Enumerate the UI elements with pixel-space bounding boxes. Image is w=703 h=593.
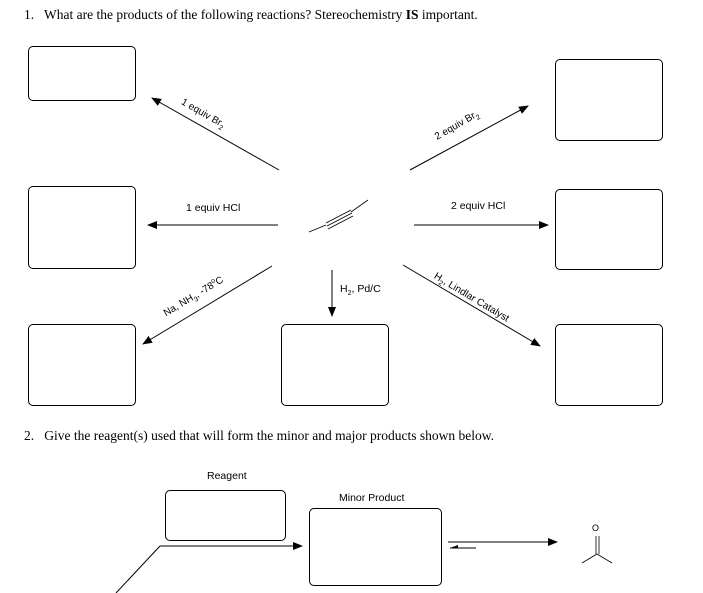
question-1-text-end: important. [418,7,478,22]
alkyne-right-methyl [350,199,369,213]
label-hcl-one: 1 equiv HCl [186,202,241,214]
acetone-oxygen-label: O [592,523,600,533]
alkyne-structure [308,199,369,233]
answer-box-br2-two[interactable] [555,59,663,141]
alkyne-triple-bond-3 [327,215,354,230]
label-hcl-two: 2 equiv HCl [451,200,506,212]
reagent-answer-box[interactable] [165,490,286,541]
alkyne-triple-bond-2 [326,212,353,227]
answer-box-hcl-one[interactable] [28,186,136,269]
answer-box-br2-one[interactable] [28,46,136,101]
minor-product-answer-box[interactable] [309,508,442,586]
question-1-emphasis: IS [405,7,419,22]
answer-box-hcl-two[interactable] [555,189,663,270]
question-1: 1. What are the products of the followin… [24,7,478,23]
question-2-text: Give the reagent(s) used that will form … [44,428,495,443]
arrow-lindlar [402,264,541,347]
arrow-br2-two [409,105,529,171]
label-h2-pd: H2, Pd/C [340,283,381,298]
alkyne-triple-bond-1 [325,209,352,224]
answer-box-lindlar[interactable] [555,324,663,406]
question-2: 2. Give the reagent(s) used that will fo… [24,428,494,444]
alkyne-left-methyl [308,224,327,233]
question-2-number: 2. [24,428,35,443]
arrow-br2-one [151,97,280,171]
acetone-structure [581,536,613,564]
answer-box-na-nh3[interactable] [28,324,136,406]
reagent-label: Reagent [207,470,247,482]
question-1-text: What are the products of the following r… [44,7,406,22]
minor-product-label: Minor Product [339,492,405,504]
arrow-na-nh3 [142,265,273,345]
question-1-number: 1. [24,7,35,22]
arrow-back-head [450,545,458,548]
answer-box-h2-pd[interactable] [281,324,389,406]
branch-line [115,545,161,593]
